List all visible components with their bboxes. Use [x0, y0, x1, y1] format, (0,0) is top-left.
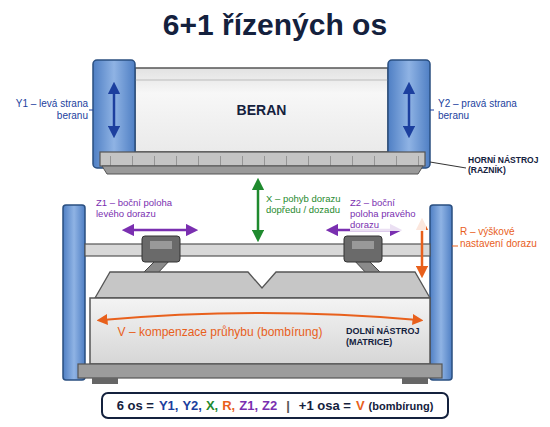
- formula-part: (bombírung): [369, 400, 434, 412]
- axis-y2-label: Y2 – pravá strana beranu: [438, 98, 538, 121]
- formula-part: V: [356, 398, 365, 413]
- axis-y1-label: Y1 – levá strana beranu: [4, 98, 88, 121]
- bed-box: V – kompenzace průhybu (bombírung) DOLNÍ …: [90, 298, 430, 364]
- axis-z1-label: Z1 – boční poloha levého dorazu: [96, 198, 188, 220]
- formula-part: Z1,: [239, 398, 258, 413]
- formula-part: R,: [222, 398, 235, 413]
- axis-x-label: X – pohyb dorazu dopředu / dozadu: [266, 194, 362, 216]
- ram-label: BERAN: [237, 102, 287, 118]
- part-label: HORNÍ NÁSTROJ (RAZNÍK): [468, 156, 546, 176]
- formula-part: X,: [206, 398, 218, 413]
- axis-v-label: V – kompenzace průhybu (bombírung): [98, 326, 342, 340]
- ram-box: BERAN: [135, 68, 388, 152]
- formula-part: 6 os =: [117, 398, 154, 413]
- axis-z2-label: Z2 – boční poloha pravého dorazu: [350, 198, 426, 231]
- formula-part: Z2: [262, 398, 277, 413]
- part-label: DOLNÍ NÁSTROJ (MATRICE): [346, 326, 426, 348]
- formula-box: 6 os = Y1,Y2, X, R, Z1, Z2 | +1 osa = V (bombírun…: [101, 392, 450, 419]
- title: 6+1 řízených os: [0, 8, 550, 43]
- formula-part: Y2,: [182, 398, 202, 413]
- formula-part: Y1,: [159, 398, 179, 413]
- formula-part: |: [286, 398, 290, 413]
- axis-r-label: R – výškové nastavení dorazu: [460, 226, 546, 249]
- formula-part: +1 osa =: [299, 398, 351, 413]
